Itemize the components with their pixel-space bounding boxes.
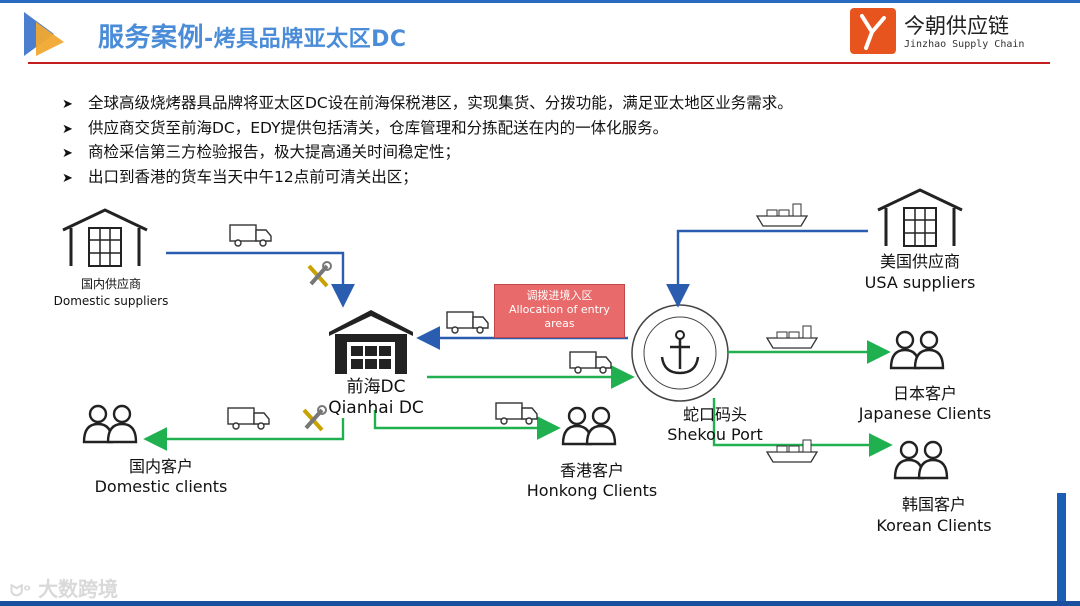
korean-clients-label: 韩国客户 Korean Clients bbox=[876, 495, 992, 535]
customs-tools-icon bbox=[302, 404, 328, 432]
port-anchor-icon bbox=[631, 304, 729, 402]
bullet-arrow-icon: ➤ bbox=[62, 170, 73, 186]
watermark: ᗢᵒ 大数跨境 bbox=[10, 577, 119, 601]
qianhai-dc-warehouse-icon bbox=[329, 310, 413, 374]
usa-supplier-warehouse-icon bbox=[876, 188, 964, 248]
flow-dc-to-domestic bbox=[143, 418, 345, 451]
bullet-list: ➤全球高级烧烤器具品牌将亚太区DC设在前海保税港区，实现集货、分拨功能，满足亚太… bbox=[62, 92, 793, 190]
top-border bbox=[0, 0, 1080, 3]
truck-icon bbox=[569, 351, 612, 374]
bullet-arrow-icon: ➤ bbox=[62, 121, 73, 137]
flow-port-to-korea bbox=[712, 398, 893, 457]
truck-icon bbox=[229, 224, 272, 247]
japanese-clients-icon bbox=[889, 330, 945, 370]
ship-icon bbox=[766, 325, 818, 349]
bottom-border bbox=[0, 601, 1080, 606]
play-triangle-icon bbox=[24, 12, 64, 56]
bullet-arrow-icon: ➤ bbox=[62, 97, 73, 112]
ship-icon bbox=[756, 203, 808, 227]
flow-domestic-to-dc bbox=[166, 251, 355, 308]
japanese-clients-label: 日本客户 Japanese Clients bbox=[858, 384, 992, 423]
company-logo: 今朝供应链 Jinzhao Supply Chain bbox=[848, 6, 1032, 56]
truck-icon bbox=[446, 311, 489, 334]
ship-icon bbox=[766, 439, 818, 463]
truck-icon bbox=[495, 402, 538, 425]
corner-accent-bar bbox=[1057, 493, 1066, 603]
page-title: 服务案例-烤具品牌亚太区DC bbox=[98, 23, 407, 53]
usa-suppliers-label: 美国供应商 USA suppliers bbox=[864, 252, 976, 292]
bullet-item: ➤商检采信第三方检验报告，极大提高通关时间稳定性； bbox=[62, 141, 793, 166]
bullet-item: ➤全球高级烧烤器具品牌将亚太区DC设在前海保税港区，实现集货、分拨功能，满足亚太… bbox=[62, 92, 793, 117]
bullet-item: ➤出口到香港的货车当天中午12点前可清关出区； bbox=[62, 166, 793, 191]
shekou-port-label: 蛇口码头 Shekou Port bbox=[667, 405, 763, 444]
domestic-clients-label: 国内客户 Domestic clients bbox=[94, 457, 228, 496]
title-divider bbox=[28, 62, 1050, 64]
bullet-arrow-icon: ➤ bbox=[62, 146, 73, 161]
customs-tools-icon bbox=[307, 260, 333, 288]
allocation-entry-box: 调拨进境入区 Allocation of entry areas bbox=[494, 284, 625, 338]
qianhai-dc-label: 前海DC Qianhai DC bbox=[328, 377, 424, 418]
domestic-supplier-warehouse-icon bbox=[61, 208, 149, 268]
hongkong-clients-icon bbox=[561, 406, 617, 446]
flow-usa-to-port bbox=[666, 229, 868, 308]
hongkong-clients-label: 香港客户 Honkong Clients bbox=[526, 461, 658, 500]
truck-icon bbox=[227, 407, 270, 430]
domestic-suppliers-label: 国内供应商 Domestic suppliers bbox=[53, 277, 169, 308]
watermark-logo-icon: ᗢᵒ bbox=[10, 581, 32, 600]
logo-mark-icon bbox=[850, 8, 896, 54]
korean-clients-icon bbox=[893, 440, 949, 480]
flow-dc-to-hongkong bbox=[373, 410, 561, 440]
domestic-clients-icon bbox=[82, 404, 138, 444]
bullet-item: ➤供应商交货至前海DC，EDY提供包括清关，仓库管理和分拣配送在内的一体化服务。 bbox=[62, 117, 793, 142]
